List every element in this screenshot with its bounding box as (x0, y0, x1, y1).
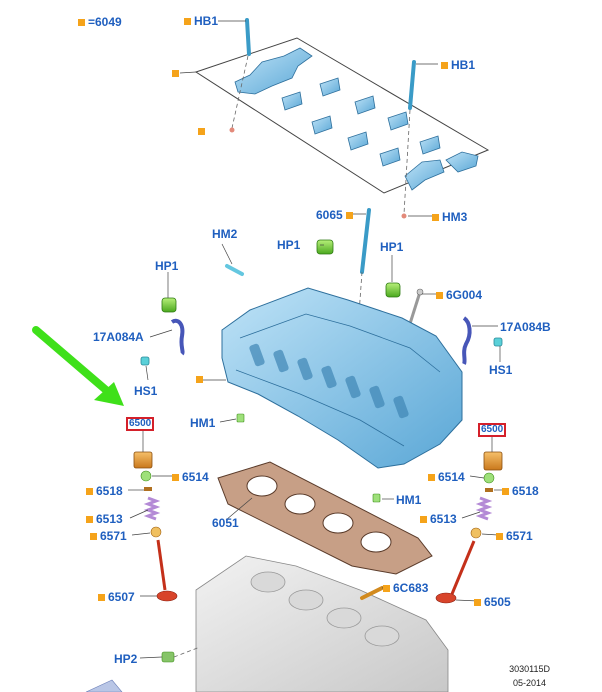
label-hp2: HP2 (114, 652, 138, 666)
cylinder-block (195, 555, 449, 692)
label-6507: 6507 (98, 590, 135, 604)
cylinder-head (221, 287, 463, 469)
marker-icon (196, 376, 203, 383)
label-hp1-left: HP1 (155, 259, 179, 273)
bearing-cap-frame (179, 37, 490, 194)
label-6g004: 6G004 (436, 288, 482, 302)
plugs (161, 239, 401, 313)
label-hm3: HM3 (432, 210, 467, 224)
label-6051: 6051 (212, 516, 239, 530)
marker-icon (474, 599, 481, 607)
marker-icon (98, 594, 105, 602)
lifting-eyes (170, 316, 472, 365)
marker-icon (432, 214, 439, 222)
label-hs1-left: HS1 (134, 384, 158, 398)
drawing-code: 3030115D (509, 664, 550, 674)
dowels-hm1 (236, 413, 381, 503)
marker-icon (78, 19, 85, 27)
label-hb1-right: HB1 (441, 58, 475, 72)
head-gasket (217, 461, 433, 575)
oil-jet (360, 586, 384, 600)
label-hm1-right: HM1 (396, 493, 422, 507)
marker-icon (383, 585, 390, 593)
marker-icon (172, 474, 179, 482)
pointer-arrow (32, 326, 124, 406)
marker-icon (184, 18, 191, 26)
marker-icon (502, 488, 509, 496)
marker-icon (441, 62, 448, 70)
marker-icon (198, 128, 205, 135)
label-6518-right: 6518 (502, 484, 539, 498)
marker-icon (428, 474, 435, 482)
plug-hp2 (161, 651, 175, 663)
label-17a084a: 17A084A (93, 330, 144, 344)
bearing-cap-bolts (229, 18, 416, 219)
label-6c683: 6C683 (383, 581, 428, 595)
valve-train-left (133, 451, 178, 602)
marker-icon (436, 292, 443, 300)
label-hp1-center: HP1 (277, 238, 301, 252)
label-17a084b: 17A084B (500, 320, 551, 334)
drawing-date: 05-2014 (512, 678, 546, 688)
label-6514-right: 6514 (428, 470, 465, 484)
label-6049: =6049 (78, 15, 122, 29)
label-6571-left: 6571 (90, 529, 127, 543)
label-6571-right: 6571 (496, 529, 533, 543)
dowel-hm2 (225, 264, 244, 276)
valve-train-right (435, 451, 503, 604)
lifting-eye-bolts (140, 337, 503, 366)
label-hm2: HM2 (212, 227, 238, 241)
label-6505: 6505 (474, 595, 511, 609)
label-6514-left: 6514 (172, 470, 209, 484)
label-hp1-right: HP1 (380, 240, 404, 254)
label-6513-left: 6513 (86, 512, 123, 526)
marker-icon (496, 533, 503, 541)
marker-icon (172, 70, 179, 77)
marker-icon (86, 516, 93, 524)
label-6513-right: 6513 (420, 512, 457, 526)
marker-icon (345, 212, 353, 220)
bearing-caps (234, 47, 479, 191)
label-hb1-top: HB1 (184, 14, 218, 28)
highlight-6500-left: 6500 (126, 417, 155, 431)
highlight-6500-right: 6500 (478, 423, 507, 437)
label-6518-left: 6518 (86, 484, 123, 498)
marker-icon (90, 533, 97, 541)
label-hm1-left: HM1 (190, 416, 216, 430)
marker-icon (420, 516, 427, 524)
partial-graphic (85, 679, 123, 692)
label-hs1-right: HS1 (489, 363, 513, 377)
label-6065: 6065 (316, 208, 356, 222)
marker-icon (86, 488, 93, 496)
